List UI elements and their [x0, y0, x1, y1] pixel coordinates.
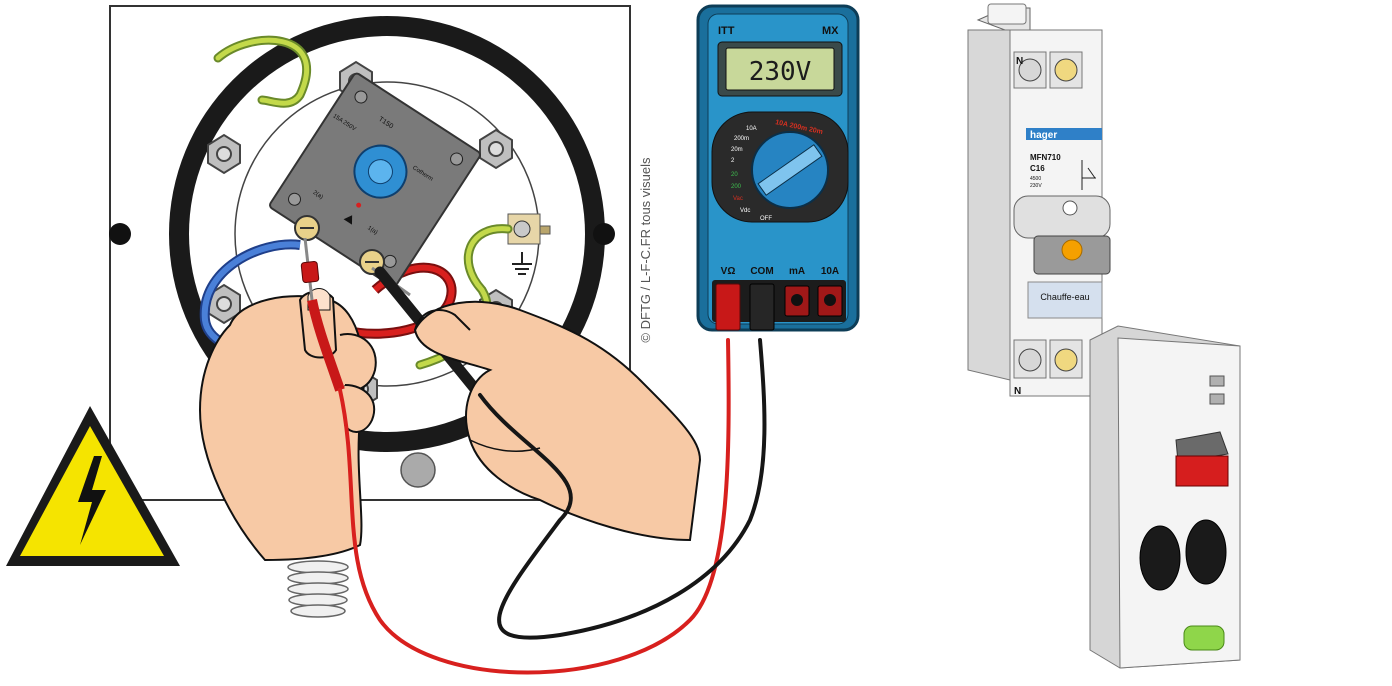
din-clip	[987, 3, 1027, 25]
breaker-brand-plate	[1026, 128, 1102, 140]
ground-terminal	[507, 213, 551, 275]
lcd-reading: 230V	[749, 57, 812, 87]
breaker-model: MFN710	[1030, 153, 1061, 162]
red-heater-wire-core	[344, 264, 455, 337]
dial-20m: 20m	[731, 147, 743, 153]
dial-2: 2	[731, 158, 735, 164]
black-plug[interactable]	[749, 283, 775, 331]
dial-10a: 10A	[746, 126, 757, 132]
drain-plug	[400, 452, 436, 488]
breaker-symbol	[1081, 160, 1096, 190]
dial-200m: 200m	[734, 136, 749, 142]
red-probe	[300, 237, 345, 392]
rcd-lever[interactable]	[1175, 455, 1229, 487]
dial-off: OFF	[760, 216, 772, 222]
breaker-code: 4500	[1030, 176, 1041, 182]
spring-cuff	[287, 560, 349, 618]
differential-switch	[1089, 325, 1241, 669]
copyright-watermark: © DFTG / L-F-C.FR tous visuels	[638, 157, 653, 343]
breaker-voltage: 230V	[1030, 183, 1042, 189]
test-leads	[338, 338, 767, 675]
circuit-breaker: N hager MFN710 C16 4500 230V Chauffe-eau…	[967, 3, 1111, 397]
multimeter: ITT MX 230V 10A 200m 20m 10A 200m 20m 2 …	[696, 4, 860, 332]
breaker-terminal-bottom: N	[1014, 386, 1021, 397]
dial-vac: Vac	[733, 196, 743, 202]
jack-label-com: COM	[750, 266, 773, 277]
multimeter-brand: ITT	[718, 25, 735, 37]
dial-pointer	[757, 144, 823, 196]
high-voltage-warning-icon	[6, 406, 180, 566]
breaker-circuit-label: Chauffe-eau	[1040, 292, 1089, 302]
rcd-knob-left[interactable]	[1139, 525, 1181, 591]
left-hand	[198, 288, 377, 562]
breaker-brand: hager	[1030, 130, 1057, 141]
jack-panel	[712, 280, 846, 322]
rcd-test-button[interactable]	[1183, 625, 1225, 651]
thermostat-terminal-2: 2(a)	[312, 190, 324, 201]
rcd-knob-right[interactable]	[1185, 519, 1227, 585]
lcd-screen	[725, 47, 835, 91]
breaker-indicator	[1061, 239, 1083, 261]
thermostat-terminal-1: 1(a)	[366, 225, 378, 236]
thermostat: T150 15A 250V Cotherm 2(a) 1(a)	[269, 72, 481, 288]
jack-label-10a: 10A	[821, 266, 839, 277]
jack-label-ma: mA	[789, 266, 805, 277]
breaker-terminal-top: N	[1016, 56, 1023, 67]
dial-200: 200	[731, 184, 742, 190]
multimeter-model: MX	[822, 25, 839, 37]
breaker-rating: C16	[1030, 164, 1045, 173]
red-plug[interactable]	[715, 283, 741, 331]
jack-label-vohm: VΩ	[721, 266, 736, 277]
dial-20: 20	[731, 172, 738, 178]
dial-vdc: Vdc	[740, 208, 750, 214]
